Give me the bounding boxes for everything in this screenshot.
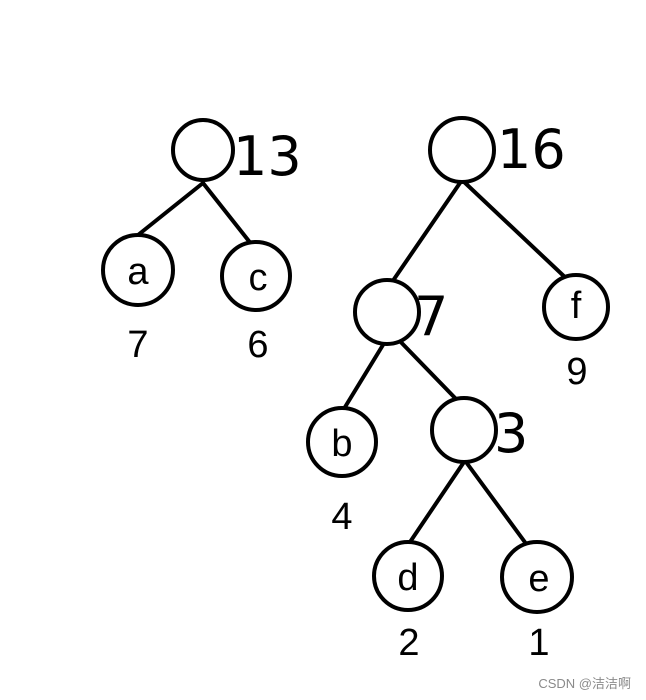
- node-d: [372, 540, 444, 612]
- node-d-letter: d: [397, 557, 418, 599]
- edge-7-b: [340, 338, 388, 414]
- node-e: [500, 540, 574, 614]
- weight-c: 6: [247, 324, 268, 366]
- weight-f: 9: [566, 351, 587, 393]
- edge-3-d: [406, 460, 466, 547]
- node-f-letter: f: [571, 285, 582, 327]
- weight-e: 1: [528, 622, 549, 664]
- edge-7-3: [391, 332, 459, 402]
- node-inner-3: [430, 396, 498, 464]
- node-c-letter: c: [249, 257, 268, 299]
- edge-16-f: [460, 178, 570, 282]
- root-13-label: 13: [233, 125, 302, 188]
- node-e-letter: e: [528, 558, 549, 600]
- node-inner-7: [353, 278, 421, 346]
- node-b-letter: b: [331, 423, 352, 465]
- node-root-13: [171, 118, 235, 182]
- node-root-16: [428, 116, 496, 184]
- root-16-label: 16: [497, 118, 566, 181]
- edge-13-a: [136, 181, 205, 237]
- tree-16: 16 7 f 9 b 4 3 d 2 e 1: [306, 116, 610, 664]
- node-f: [542, 273, 610, 341]
- node-a: [101, 233, 175, 307]
- weight-a: 7: [127, 324, 148, 366]
- watermark: CSDN @洁洁啊: [538, 676, 631, 691]
- weight-b: 4: [331, 496, 352, 538]
- node-b: [306, 406, 378, 478]
- inner-3-label: 3: [494, 402, 528, 465]
- inner-7-label: 7: [414, 285, 448, 348]
- edge-3-e: [464, 460, 529, 547]
- edge-13-c: [201, 181, 254, 247]
- tree-13: 13 a 7 c 6: [101, 118, 302, 366]
- node-a-letter: a: [127, 251, 149, 293]
- edge-16-7: [388, 178, 464, 287]
- node-c: [220, 240, 292, 312]
- weight-d: 2: [398, 622, 419, 664]
